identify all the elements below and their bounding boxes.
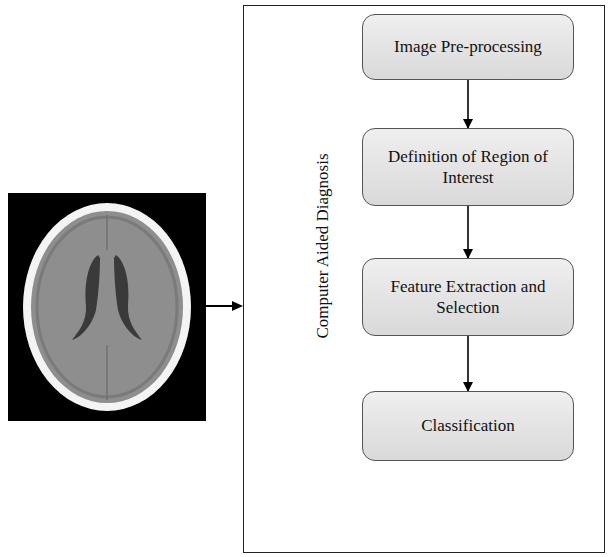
step-label: Definition of Region of Interest — [373, 146, 563, 189]
flow-arrow — [467, 206, 469, 258]
right-ventricle — [114, 255, 142, 340]
frame-title: Computer Aided Diagnosis — [313, 153, 333, 338]
midline — [106, 345, 108, 400]
flow-arrow — [467, 336, 469, 391]
input-arrowhead — [232, 301, 243, 311]
midline — [106, 215, 108, 250]
input-arrow — [206, 305, 234, 307]
process-box: Feature Extraction and Selection — [362, 258, 574, 336]
ct-background — [8, 193, 206, 421]
step-label: Feature Extraction and Selection — [373, 276, 563, 319]
step-label: Image Pre-processing — [394, 36, 542, 57]
system-frame: Computer Aided Diagnosis Image Pre-proces… — [243, 5, 605, 553]
left-ventricle — [72, 255, 100, 340]
process-box: Classification — [362, 391, 574, 461]
brain — [31, 211, 183, 403]
process-box: Definition of Region of Interest — [362, 128, 574, 206]
step-label: Classification — [421, 415, 514, 436]
flow-arrow — [467, 80, 469, 128]
skull — [23, 203, 191, 411]
process-box: Image Pre-processing — [362, 14, 574, 80]
